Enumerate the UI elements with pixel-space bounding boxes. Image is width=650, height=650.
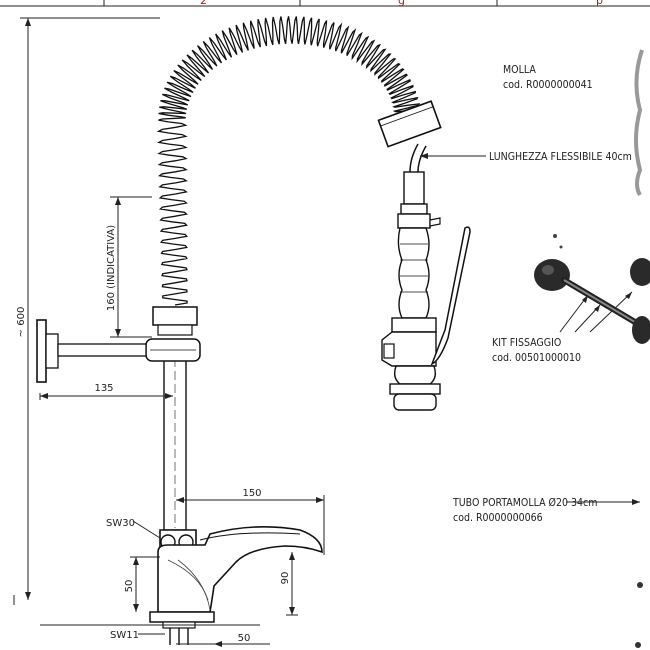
base-height-label: 50 (124, 580, 135, 593)
spout-reach-label: 150 (242, 488, 261, 499)
spring-height-label: 160 (INDICATIVA) (106, 225, 117, 311)
molla-title: MOLLA (503, 64, 536, 76)
mixer-dimensions: SW30 50 90 SW11 50 (40, 518, 298, 647)
base-width-label: 50 (238, 633, 251, 644)
tubo-title: TUBO PORTAMOLLA Ø20 34cm (452, 497, 597, 509)
wall-bracket (36, 319, 147, 383)
callout-lines (420, 153, 640, 505)
body-height-label: 90 (280, 572, 291, 585)
header-mark-3: p (596, 0, 603, 7)
molla-code: cod. R0000000041 (503, 79, 593, 91)
mixer-body (149, 526, 323, 645)
wall-offset-dimension: 135 (39, 383, 173, 400)
spring-height-dimension: 160 (INDICATIVA) (106, 196, 152, 338)
spray-head (377, 100, 471, 411)
column-tube (145, 306, 201, 531)
tubo-code: cod. R0000000066 (453, 512, 543, 524)
flex-length-label: LUNGHEZZA FLESSIBILE 40cm (489, 151, 632, 163)
header-mark-1: 2 (200, 0, 207, 7)
kit-callout: KIT FISSAGGIO cod. 00501000010 (492, 337, 581, 364)
molla-callout: MOLLA cod. R0000000041 (503, 64, 593, 91)
title-block-strip: 2 g p (0, 0, 650, 7)
spout-reach-dimension: 150 (176, 488, 325, 555)
header-mark-2: g (398, 0, 405, 7)
spring-coil (156, 16, 423, 306)
kit-code: cod. 00501000010 (492, 352, 581, 364)
wall-offset-label: 135 (94, 383, 113, 394)
kit-title: KIT FISSAGGIO (492, 337, 561, 349)
fixing-kit-parts (534, 234, 650, 344)
tubo-callout: TUBO PORTAMOLLA Ø20 34cm cod. R000000006… (452, 497, 597, 524)
sw30-label: SW30 (106, 518, 135, 529)
total-height-dimension: ~ 600 (13, 17, 160, 605)
sw11-label: SW11 (110, 630, 139, 641)
total-height-label: ~ 600 (16, 307, 27, 338)
edge-part-fragments (634, 49, 644, 648)
